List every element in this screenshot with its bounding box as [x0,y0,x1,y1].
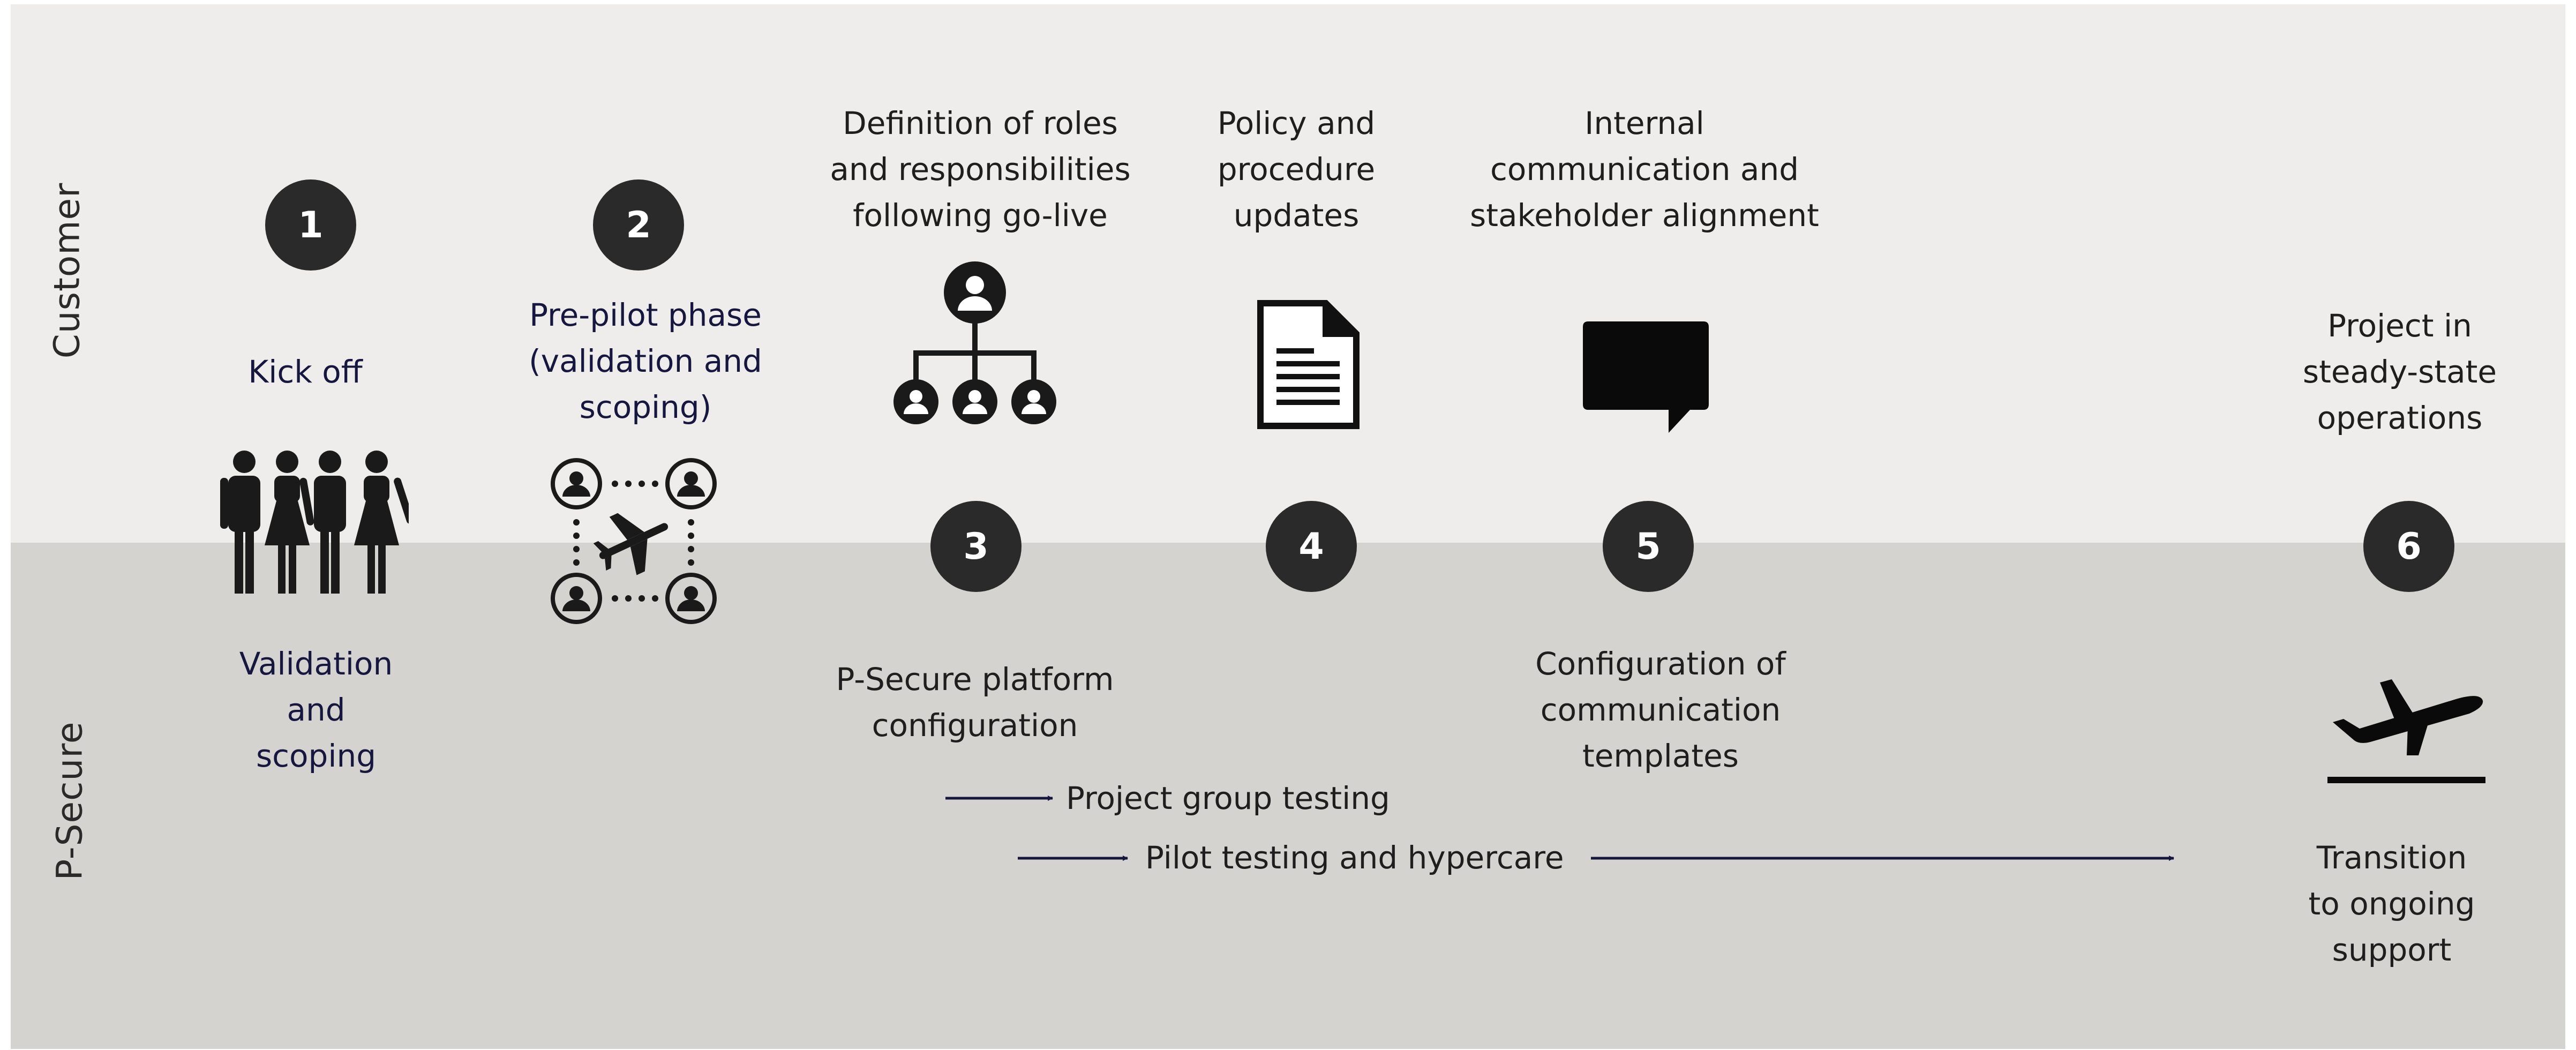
step-5-badge: 5 [1603,501,1694,592]
validation-label: Validation and scoping [239,646,393,774]
step-2-badge: 2 [593,179,684,271]
roles-label: Definition of roles and responsibilities… [830,105,1131,234]
pilot-network-icon [551,458,717,624]
psecure-lane [11,543,2565,1049]
internal-comm-label: Internal communication and stakeholder a… [1470,105,1819,234]
step-4-badge: 4 [1266,501,1357,592]
templates-label: Configuration of communication templates [1535,646,1786,774]
policy-label: Policy and procedure updates [1217,105,1376,234]
airplane-takeoff-icon [2327,679,2485,783]
prepilot-label: Pre-pilot phase (validation and scoping) [529,297,762,425]
speech-bubble-icon [1583,321,1709,433]
pilot-testing-label: Pilot testing and hypercare [1145,839,1564,876]
step-3-badge: 3 [930,501,1022,592]
people-group-icon [220,451,409,594]
steady-state-label: Project in steady-state operations [2302,308,2497,436]
kickoff-label: Kick off [248,354,363,390]
document-icon [1257,300,1360,429]
step-1-badge: 1 [265,179,356,271]
transition-label: Transition to ongoing support [2308,839,2475,968]
org-chart-icon [893,261,1056,424]
customer-lane [11,4,2565,543]
platform-config-label: P-Secure platform configuration [836,661,1114,744]
group-testing-label: Project group testing [1066,780,1390,816]
step-6-badge: 6 [2363,501,2454,592]
